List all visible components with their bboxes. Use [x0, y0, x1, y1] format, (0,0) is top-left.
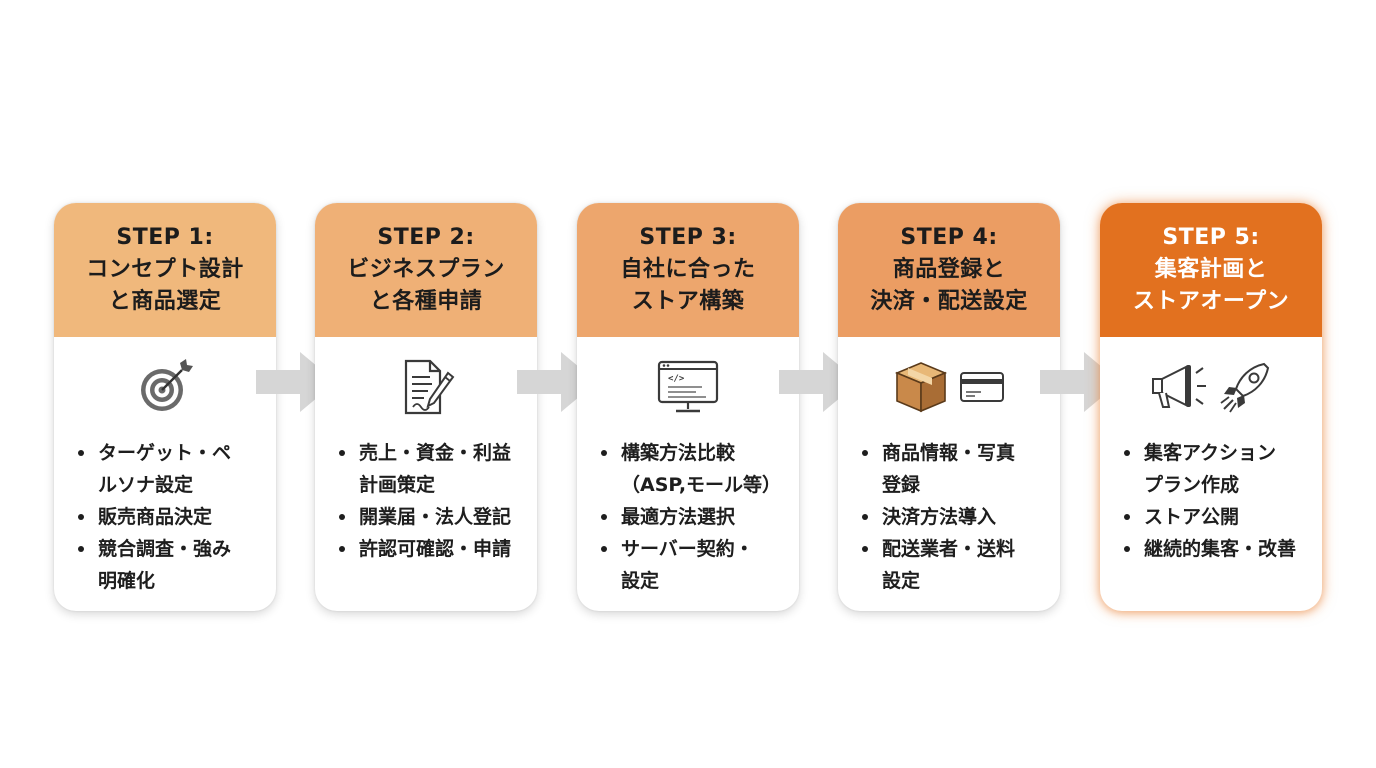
step-icon-area: [54, 337, 276, 437]
list-item: 開業届・法人登記: [339, 501, 527, 533]
step-card-5: STEP 5: 集客計画と ストアオープン: [1100, 203, 1322, 611]
target-icon: [141, 359, 193, 411]
step-label: STEP 4:: [900, 225, 998, 250]
list-item: サーバー契約・設定: [601, 533, 789, 597]
list-item: 構築方法比較（ASP,モール等）: [601, 437, 789, 501]
step-task-list: 構築方法比較（ASP,モール等） 最適方法選択 サーバー契約・設定: [577, 437, 799, 597]
step-icon-area: [315, 337, 537, 437]
step-header-4: STEP 4: 商品登録と 決済・配送設定: [838, 203, 1060, 337]
megaphone-icon: [1152, 365, 1206, 408]
list-item: 競合調査・強み明確化: [78, 533, 266, 597]
step-header-3: STEP 3: 自社に合った ストア構築: [577, 203, 799, 337]
step-label: STEP 2:: [377, 225, 475, 250]
list-item: ストア公開: [1124, 501, 1312, 533]
step-title-line: ストア構築: [631, 289, 745, 314]
step-task-list: 商品情報・写真登録 決済方法導入 配送業者・送料設定: [838, 437, 1060, 597]
list-item: 許認可確認・申請: [339, 533, 527, 565]
list-item: 販売商品決定: [78, 501, 266, 533]
svg-text:</>: </>: [668, 374, 685, 384]
step-task-list: 集客アクションプラン作成 ストア公開 継続的集客・改善: [1100, 437, 1322, 565]
list-item: ターゲット・ペルソナ設定: [78, 437, 266, 501]
list-item: 商品情報・写真登録: [862, 437, 1050, 501]
step-title-line: 集客計画と: [1154, 257, 1268, 282]
step-header-1: STEP 1: コンセプト設計 と商品選定: [54, 203, 276, 337]
step-icon-area: </>: [577, 337, 799, 437]
step-label: STEP 5:: [1162, 225, 1260, 250]
step-title-line: ビジネスプラン: [347, 257, 505, 282]
step-card-2: STEP 2: ビジネスプラン と各種申請 売上・資金・利益計画策定 開: [315, 203, 537, 611]
list-item: 最適方法選択: [601, 501, 789, 533]
step-task-list: 売上・資金・利益計画策定 開業届・法人登記 許認可確認・申請: [315, 437, 537, 565]
list-item: 売上・資金・利益計画策定: [339, 437, 527, 501]
code-monitor-icon: </>: [657, 360, 719, 413]
document-pen-icon: [404, 359, 455, 415]
rocket-icon: [1220, 362, 1270, 413]
step-header-5: STEP 5: 集客計画と ストアオープン: [1100, 203, 1322, 337]
step-card-4: STEP 4: 商品登録と 決済・配送設定 商品情報・写真登録: [838, 203, 1060, 611]
step-icon-area: [1100, 337, 1322, 437]
step-title-line: 決済・配送設定: [870, 289, 1028, 314]
step-title-line: 商品登録と: [892, 257, 1006, 282]
step-label: STEP 1:: [116, 225, 214, 250]
step-title-line: と商品選定: [108, 289, 222, 314]
list-item: 決済方法導入: [862, 501, 1050, 533]
credit-card-icon: [960, 372, 1004, 402]
cardboard-box-icon: [894, 362, 948, 413]
step-title-line: 自社に合った: [620, 257, 756, 282]
list-item: 配送業者・送料設定: [862, 533, 1050, 597]
step-label: STEP 3:: [639, 225, 737, 250]
step-icon-area: [838, 337, 1060, 437]
step-card-1: STEP 1: コンセプト設計 と商品選定 ターゲット・ペルソナ設定 販売商品決…: [54, 203, 276, 611]
list-item: 継続的集客・改善: [1124, 533, 1312, 565]
step-card-3: STEP 3: 自社に合った ストア構築 </> 構築方法比較（ASP,モール等…: [577, 203, 799, 611]
step-title-line: と各種申請: [369, 289, 483, 314]
step-header-2: STEP 2: ビジネスプラン と各種申請: [315, 203, 537, 337]
step-title-line: コンセプト設計: [86, 257, 244, 282]
step-task-list: ターゲット・ペルソナ設定 販売商品決定 競合調査・強み明確化: [54, 437, 276, 597]
step-title-line: ストアオープン: [1132, 289, 1290, 314]
list-item: 集客アクションプラン作成: [1124, 437, 1312, 501]
